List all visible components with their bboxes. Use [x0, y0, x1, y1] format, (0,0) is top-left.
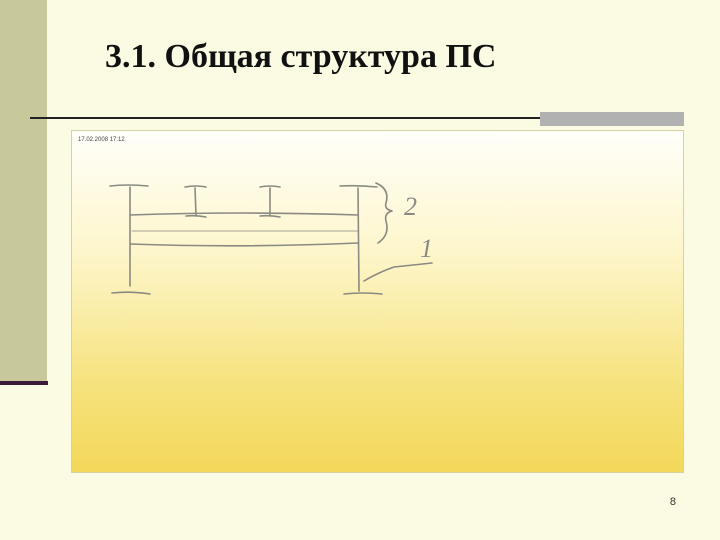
slide-title: 3.1. Общая структура ПС [105, 38, 497, 75]
page-number: 8 [669, 496, 676, 508]
title-rule [30, 117, 540, 119]
sketch-sheet: 17.02.2008 17:12 2 [71, 130, 684, 473]
bridge-sketch-drawing: 2 1 [109, 182, 433, 295]
left-bar-accent-line [0, 381, 48, 385]
left-decorative-bar [0, 0, 47, 383]
sketch-label-2: 2 [404, 192, 417, 221]
sheet-timestamp: 17.02.2008 17:12 [78, 137, 125, 143]
title-rule-accent [540, 112, 684, 126]
sketch-label-1: 1 [420, 234, 433, 263]
